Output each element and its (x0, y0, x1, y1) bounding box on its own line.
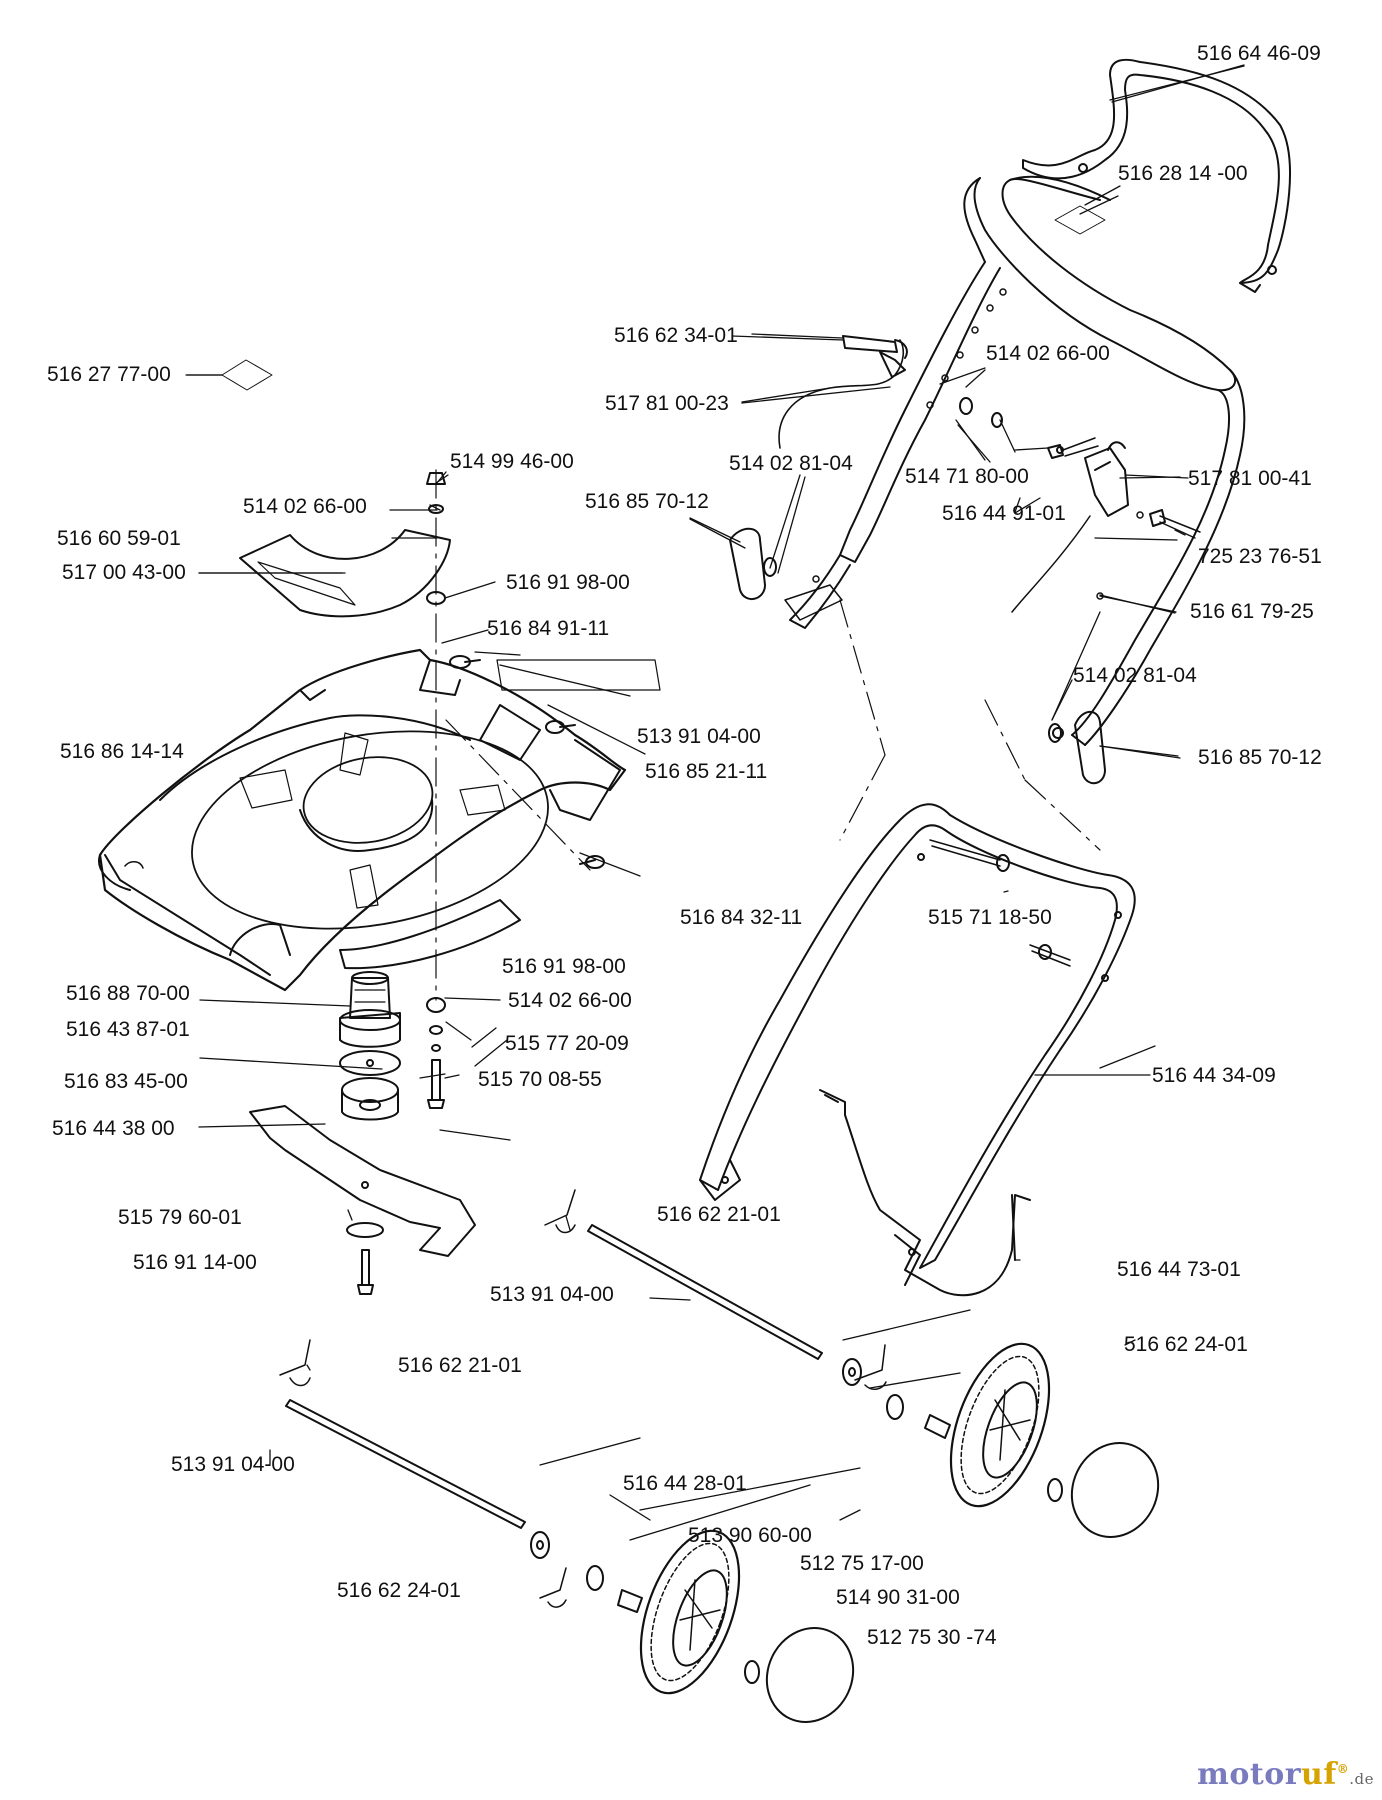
part-label-516-62-21-01-lower: 516 62 21-01 (398, 1354, 522, 1377)
disc-plate (339, 1050, 401, 1076)
part-label-517-81-00-41: 517 81 00-41 (1188, 467, 1312, 490)
rear-axle (587, 1224, 823, 1360)
washer-front (530, 1531, 550, 1559)
axle-bracket-lower (279, 1339, 311, 1387)
part-label-516-88-70-00: 516 88 70-00 (66, 982, 190, 1005)
part-label-516-44-28-01: 516 44 28-01 (623, 1472, 747, 1495)
hubcap-rear (1070, 1442, 1160, 1538)
part-label-514-02-81-04-top: 514 02 81-04 (729, 452, 853, 475)
blade (249, 1105, 476, 1257)
part-label-516-91-98-00-top: 516 91 98-00 (506, 571, 630, 594)
part-label-516-27-77-00: 516 27 77-00 (47, 363, 171, 386)
motoruf-logo[interactable]: motoruf®.de (1197, 1757, 1374, 1792)
axle-bracket-left (539, 1567, 567, 1608)
part-label-514-02-66-00-center: 514 02 66-00 (243, 495, 367, 518)
part-label-514-02-66-00: 514 02 66-00 (986, 342, 1110, 365)
lower-handle (699, 803, 1136, 1269)
spacer-rear (886, 1394, 904, 1420)
handle-lower-end (784, 584, 843, 621)
bag-support-rod (819, 1089, 1031, 1297)
guard-plate (239, 529, 451, 618)
part-label-516-62-34-01: 516 62 34-01 (614, 324, 738, 347)
part-label-513-90-60-00: 513 90 60-00 (688, 1524, 812, 1547)
part-label-516-62-21-01-upper: 516 62 21-01 (657, 1203, 781, 1226)
part-label-516-44-73-01: 516 44 73-01 (1117, 1258, 1241, 1281)
wheel-rear (949, 1342, 1063, 1508)
cable-clip (842, 335, 908, 378)
leader-lines (185, 64, 1245, 1541)
part-label-516-85-70-12-top: 516 85 70-12 (585, 490, 709, 513)
front-axle (285, 1399, 526, 1529)
part-label-725-23-76-51: 725 23 76-51 (1198, 545, 1322, 568)
part-label-515-77-20-09: 515 77 20-09 (505, 1032, 629, 1055)
motor (339, 971, 401, 1048)
blade-bolt (357, 1249, 374, 1295)
part-label-514-90-31-00: 514 90 31-00 (836, 1586, 960, 1609)
part-label-515-71-18-50: 515 71 18-50 (928, 906, 1052, 929)
part-label-512-75-30-74: 512 75 30 -74 (867, 1626, 997, 1649)
center-fasteners (426, 472, 446, 1109)
handle-bolts (929, 839, 1071, 967)
mower-deck (98, 648, 627, 992)
part-label-514-71-80-00: 514 71 80-00 (905, 465, 1029, 488)
upper-handle-bar (1022, 58, 1291, 293)
main-handle (789, 175, 1246, 746)
part-label-513-91-04-00-front: 513 91 04-00 (171, 1453, 295, 1476)
part-label-516-44-91-01: 516 44 91-01 (942, 502, 1066, 525)
part-label-516-86-14-14: 516 86 14-14 (60, 740, 184, 763)
blade-hub (341, 1077, 399, 1121)
part-label-516-91-14-00: 516 91 14-00 (133, 1251, 257, 1274)
part-label-516-91-98-00-lower: 516 91 98-00 (502, 955, 626, 978)
deck-sticker (496, 659, 661, 691)
axle-bracket-upper (544, 1189, 576, 1234)
handle-fasteners (959, 397, 1201, 739)
part-label-516-60-59-01: 516 60 59-01 (57, 527, 181, 550)
part-label-516-85-21-11: 516 85 21-11 (645, 760, 768, 783)
blade-washer (346, 1222, 384, 1238)
part-label-516-85-70-12-lower: 516 85 70-12 (1198, 746, 1322, 769)
part-label-513-91-04-00-rear: 513 91 04-00 (490, 1283, 614, 1306)
part-label-516-44-38-00: 516 44 38 00 (52, 1117, 175, 1140)
knob-upper (729, 527, 777, 600)
part-label-514-02-66-00-lower: 514 02 66-00 (508, 989, 632, 1012)
part-label-513-91-04-00-sticker: 513 91 04-00 (637, 725, 761, 748)
washer-rear (842, 1358, 862, 1386)
part-label-516-44-34-09: 516 44 34-09 (1152, 1064, 1276, 1087)
decal-large (221, 359, 273, 391)
part-label-512-75-17-00: 512 75 17-00 (800, 1552, 924, 1575)
hubcap-front (765, 1627, 855, 1723)
knob-lower (1048, 710, 1106, 785)
part-label-516-64-46-09: 516 64 46-09 (1197, 42, 1321, 65)
part-label-514-99-46-00: 514 99 46-00 (450, 450, 574, 473)
part-label-516-28-14-00: 516 28 14 -00 (1118, 162, 1248, 185)
control-cable (778, 339, 905, 449)
axle-bracket-right (854, 1344, 887, 1390)
part-label-516-62-24-01-right: 516 62 24-01 (1124, 1333, 1248, 1356)
handle-holes (812, 288, 1144, 600)
part-label-516-62-24-01-left: 516 62 24-01 (337, 1579, 461, 1602)
part-label-515-79-60-01: 515 79 60-01 (118, 1206, 242, 1229)
wheel-front (639, 1529, 760, 1695)
part-label-515-70-08-55: 515 70 08-55 (478, 1068, 602, 1091)
spacer-front (586, 1565, 604, 1591)
part-label-517-00-43-00: 517 00 43-00 (62, 561, 186, 584)
decal-small (1054, 205, 1106, 235)
start-switch (1011, 441, 1129, 613)
part-label-516-43-87-01: 516 43 87-01 (66, 1018, 190, 1041)
part-label-517-81-00-23: 517 81 00-23 (605, 392, 729, 415)
part-label-516-84-91-11: 516 84 91-11 (487, 617, 610, 640)
part-label-516-61-79-25: 516 61 79-25 (1190, 600, 1314, 623)
part-label-516-84-32-11: 516 84 32-11 (680, 906, 803, 929)
part-label-514-02-81-04-lower: 514 02 81-04 (1073, 664, 1197, 687)
part-label-516-83-45-00: 516 83 45-00 (64, 1070, 188, 1093)
small-screws (449, 655, 605, 869)
